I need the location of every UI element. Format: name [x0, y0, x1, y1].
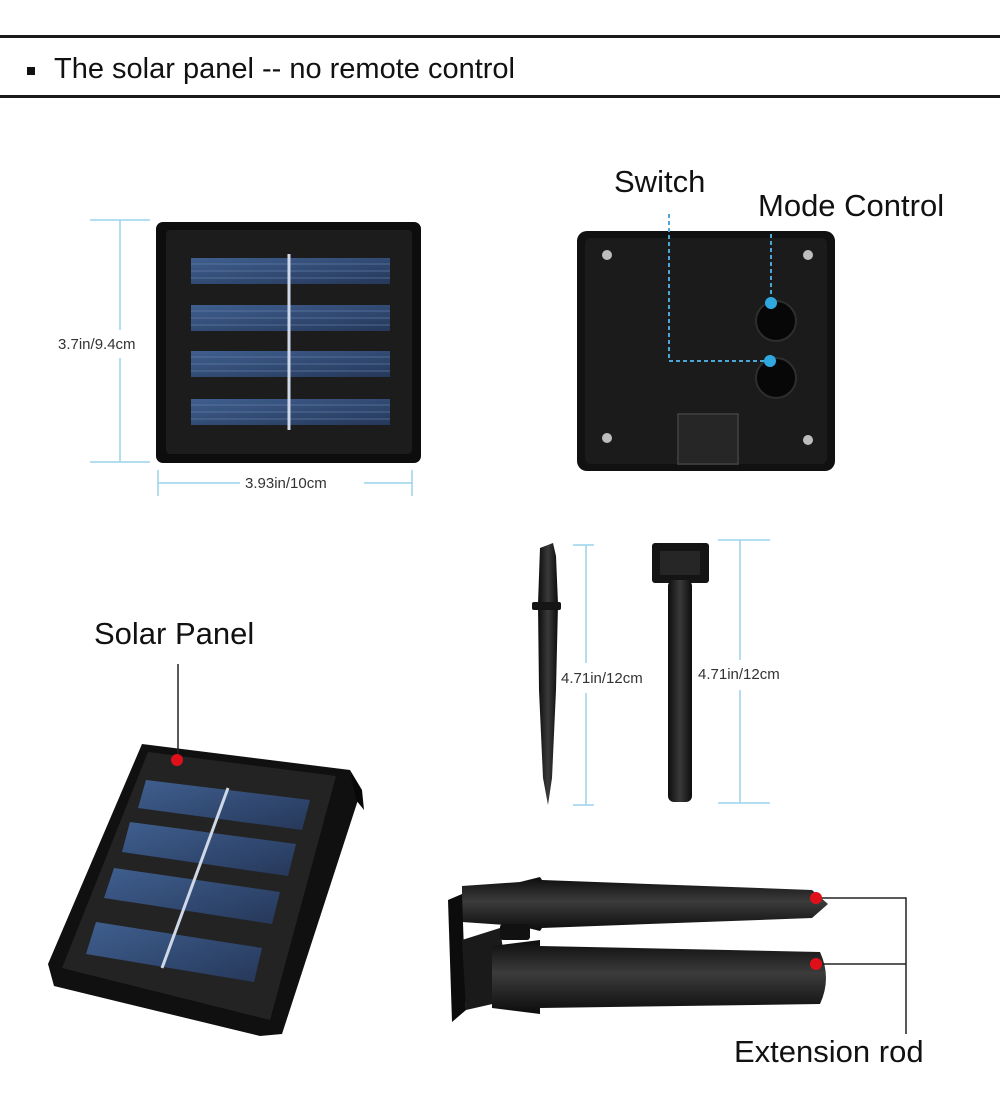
- solar-panel-angled: [48, 744, 364, 1036]
- solar-panel-label: Solar Panel: [94, 616, 255, 651]
- mode-control-label: Mode Control: [758, 188, 945, 223]
- stake-length-dimension: 4.71in/12cm: [561, 670, 643, 687]
- extension-rod-label: Extension rod: [734, 1034, 924, 1069]
- extension-rod-vertical: [652, 543, 709, 802]
- rod-length-dimension: 4.71in/12cm: [698, 666, 780, 683]
- mode-control-marker: [765, 297, 777, 309]
- stake-horizontal: [462, 877, 828, 931]
- rod-dimension-line: [718, 539, 770, 804]
- stake-dimension-line: [573, 544, 594, 806]
- header-title: The solar panel -- no remote control: [54, 53, 515, 85]
- extension-rod-callout: [810, 892, 907, 1034]
- switch-marker: [764, 355, 776, 367]
- bullet-icon: [27, 67, 35, 75]
- back-callout-lines: [668, 214, 772, 362]
- panel-back: [577, 231, 835, 471]
- panel-height-dimension: 3.7in/9.4cm: [58, 336, 136, 353]
- solar-panel-callout: [171, 664, 183, 766]
- mode-control-button: [755, 300, 797, 342]
- switch-label: Switch: [614, 164, 706, 199]
- ground-stake: [532, 543, 561, 805]
- switch-button: [755, 357, 797, 399]
- rod-horizontal: [492, 940, 826, 1014]
- header-bar: The solar panel -- no remote control: [0, 35, 1000, 98]
- panel-dimension-lines: [90, 219, 413, 496]
- solar-panel-front: [156, 222, 421, 463]
- panel-width-dimension: 3.93in/10cm: [245, 475, 327, 492]
